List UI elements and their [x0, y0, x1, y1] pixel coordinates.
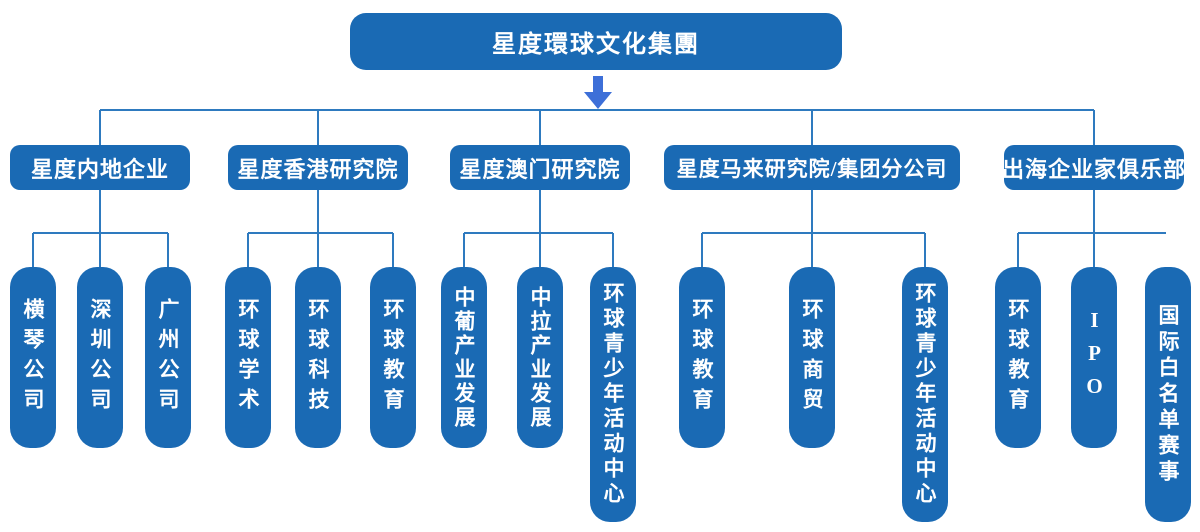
branch-node-overseas-club: 出海企业家俱乐部 [1002, 145, 1185, 190]
leaf-node: 横琴公司 [10, 267, 56, 448]
leaf-node: 国际白名单赛事 [1145, 267, 1191, 522]
leaf-node: 环球教育 [370, 267, 416, 448]
branch-node-malaysia: 星度马来研究院/集团分公司 [664, 145, 960, 190]
branch-node-hongkong: 星度香港研究院 [228, 145, 408, 190]
leaf-node: 广州公司 [145, 267, 191, 448]
leaf-node: 环球青少年活动中心 [902, 267, 948, 522]
leaf-node: 环球教育 [995, 267, 1041, 448]
leaf-node: 深圳公司 [77, 267, 123, 448]
leaf-node: 环球科技 [295, 267, 341, 448]
leaf-node: 中葡产业发展 [441, 267, 487, 448]
leaf-node: 环球青少年活动中心 [590, 267, 636, 522]
leaf-node: 环球商贸 [789, 267, 835, 448]
leaf-node: 中拉产业发展 [517, 267, 563, 448]
root-node: 星度環球文化集團 [350, 13, 842, 70]
down-arrow-icon [584, 76, 612, 109]
branch-node-macau: 星度澳门研究院 [450, 145, 630, 190]
leaf-node: 环球教育 [679, 267, 725, 448]
leaf-node: 环球学术 [225, 267, 271, 448]
branch-node-mainland: 星度内地企业 [10, 145, 190, 190]
leaf-node: IPO [1071, 267, 1117, 448]
